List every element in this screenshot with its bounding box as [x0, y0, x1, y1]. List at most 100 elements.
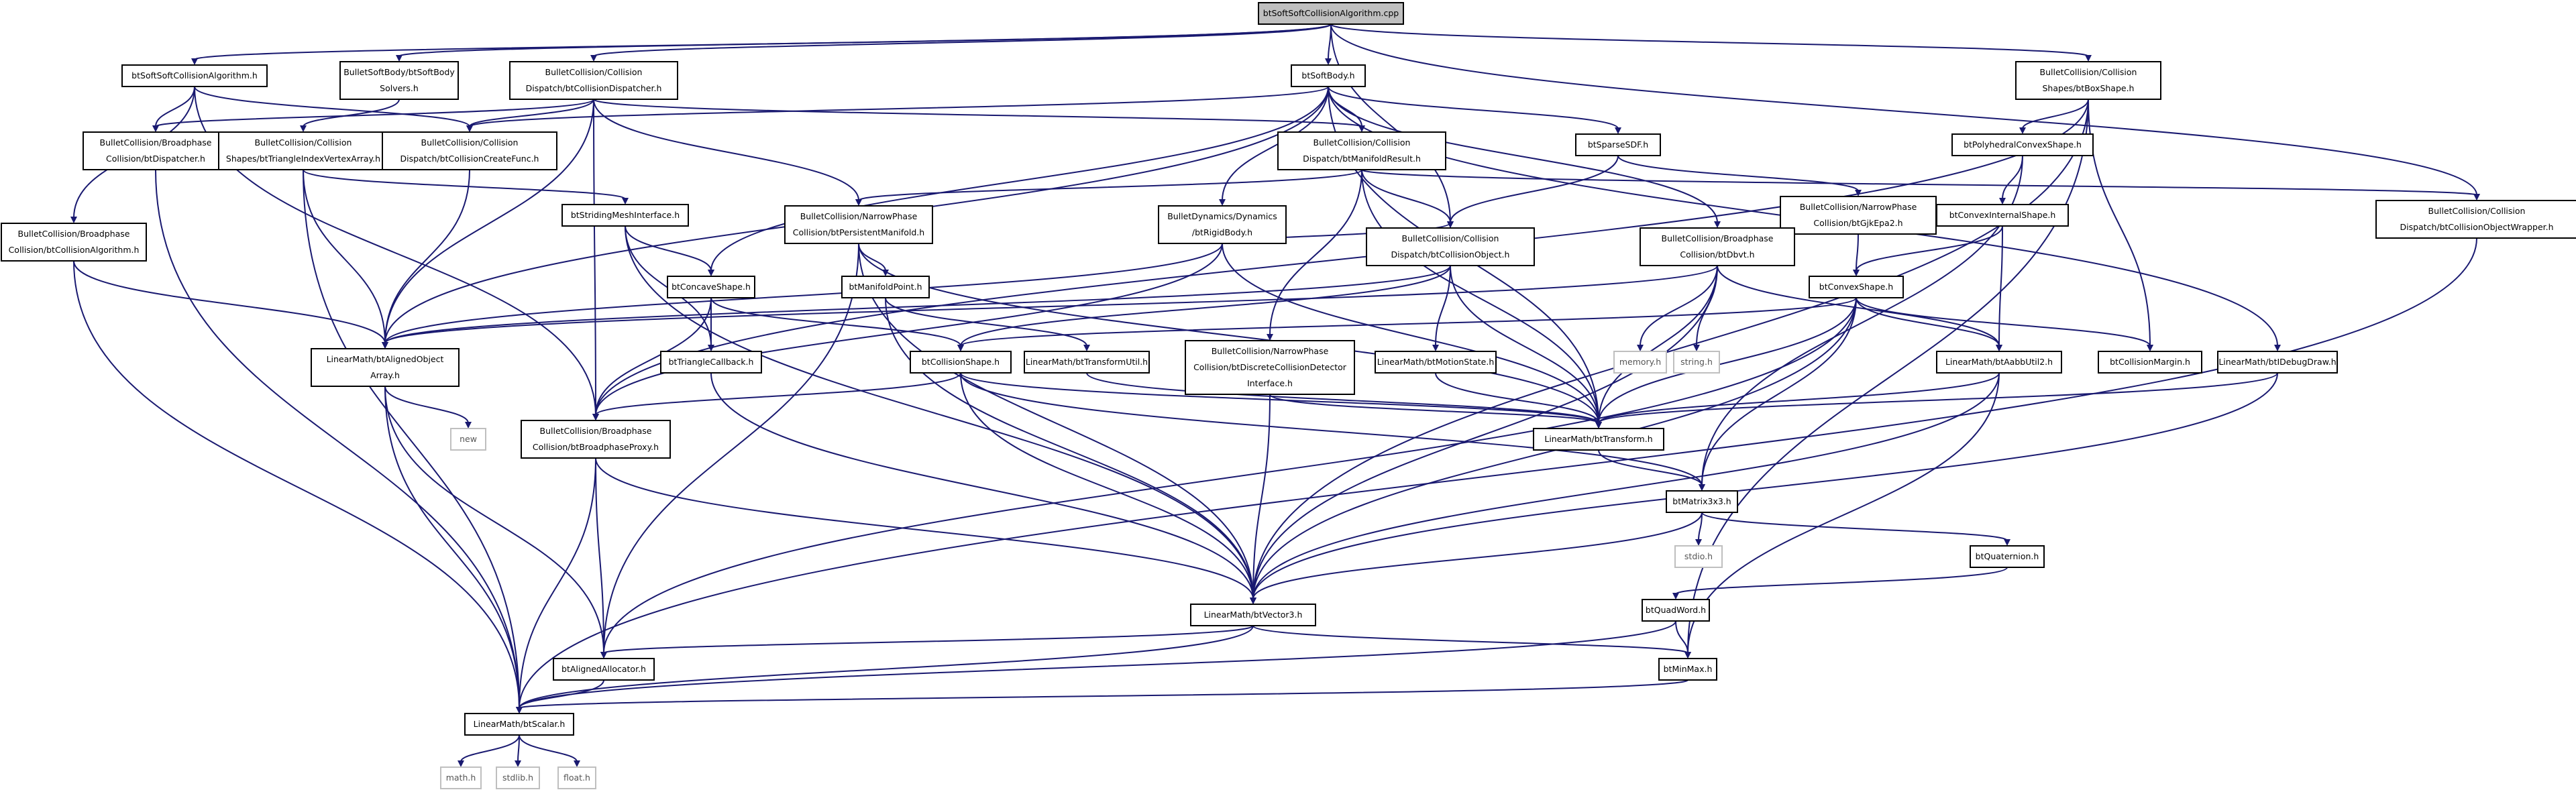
- node-label: BulletCollision/Collision: [421, 137, 519, 148]
- node-broadphase-proxy[interactable]: BulletCollision/BroadphaseCollision/btBr…: [521, 420, 671, 459]
- node-motion-state[interactable]: LinearMath/btMotionState.h: [1375, 351, 1497, 374]
- edge-arrowhead: [300, 125, 307, 132]
- node-convex-shape[interactable]: btConvexShape.h: [1809, 276, 1904, 298]
- dependency-edge: [1328, 86, 1365, 132]
- edge-line: [519, 679, 1688, 709]
- node-scalar[interactable]: LinearMath/btScalar.h: [464, 713, 574, 736]
- node-box: [1613, 351, 1667, 374]
- node-dispatcher[interactable]: BulletCollision/BroadphaseCollision/btDi…: [83, 131, 229, 170]
- node-box: [784, 205, 933, 244]
- node-box: [660, 351, 762, 374]
- node-box: [509, 61, 678, 100]
- edge-arrowhead: [2004, 539, 2010, 546]
- node-box: [1, 223, 147, 262]
- node-sparse-sdf[interactable]: btSparseSDF.h: [1575, 133, 1661, 156]
- dependency-edge: [1250, 372, 2278, 604]
- dependency-edge: [1695, 512, 1703, 546]
- edge-line: [1675, 567, 2008, 595]
- node-polyhedral[interactable]: btPolyhedralConvexShape.h: [1951, 133, 2094, 156]
- dependency-edge: [1447, 155, 1619, 228]
- node-concave-shape[interactable]: btConcaveShape.h: [667, 276, 755, 298]
- edge-line: [1328, 86, 1718, 223]
- node-box: [496, 766, 540, 789]
- node-manifold-result[interactable]: BulletCollision/CollisionDispatch/btMani…: [1277, 131, 1446, 170]
- node-debug-draw[interactable]: LinearMath/btIDebugDraw.h: [2217, 351, 2338, 374]
- edge-arrowhead: [1267, 334, 1273, 341]
- node-triangle-callback[interactable]: btTriangleCallback.h: [660, 351, 762, 374]
- node-striding-mesh[interactable]: btStridingMeshInterface.h: [561, 204, 689, 227]
- node-manifold-point[interactable]: btManifoldPoint.h: [841, 276, 930, 298]
- node-stdio-h: stdio.h: [1674, 545, 1723, 568]
- node-box: [1190, 604, 1316, 626]
- edge-line: [593, 23, 1332, 57]
- dependency-edge: [1684, 99, 2089, 659]
- dependency-edge: [592, 99, 599, 420]
- node-boxshape[interactable]: BulletCollision/CollisionShapes/btBoxSha…: [2015, 61, 2161, 100]
- node-coll-obj-wrapper[interactable]: BulletCollision/CollisionDispatch/btColl…: [2375, 200, 2576, 239]
- dependency-edge: [519, 734, 580, 767]
- node-vector3[interactable]: LinearMath/btVector3.h: [1190, 604, 1316, 626]
- dependency-edge: [1330, 23, 1454, 228]
- edge-line: [1222, 86, 1329, 201]
- node-label: Collision/btDbvt.h: [1680, 249, 1754, 260]
- node-label: Collision/btDiscreteCollisionDetector: [1193, 362, 1347, 372]
- edge-arrowhead: [708, 345, 714, 351]
- node-box: [121, 64, 268, 87]
- edge-line: [1598, 265, 1718, 424]
- node-ssca-h[interactable]: btSoftSoftCollisionAlgorithm.h: [121, 64, 268, 87]
- node-label: Shapes/btBoxShape.h: [2043, 83, 2135, 93]
- node-coll-dispatcher[interactable]: BulletCollision/CollisionDispatch/btColl…: [509, 61, 678, 100]
- node-aabb-util2[interactable]: LinearMath/btAabbUtil2.h: [1936, 351, 2062, 374]
- node-label: btQuaternion.h: [1976, 551, 2039, 561]
- node-minmax[interactable]: btMinMax.h: [1658, 658, 1717, 681]
- edge-line: [303, 169, 626, 200]
- node-dbvt[interactable]: BulletCollision/BroadphaseCollision/btDb…: [1640, 227, 1795, 266]
- node-discrete-cd[interactable]: BulletCollision/NarrowPhaseCollision/btD…: [1185, 340, 1355, 395]
- node-persistent-manifold[interactable]: BulletCollision/NarrowPhaseCollision/btP…: [784, 205, 933, 244]
- node-quadword[interactable]: btQuadWord.h: [1642, 599, 1710, 622]
- node-coll-object[interactable]: BulletCollision/CollisionDispatch/btColl…: [1366, 227, 1535, 266]
- dependency-edge: [1617, 155, 1862, 196]
- node-aligned-allocator[interactable]: btAlignedAllocator.h: [553, 658, 655, 681]
- node-matrix3x3[interactable]: btMatrix3x3.h: [1666, 490, 1738, 513]
- node-root[interactable]: btSoftSoftCollisionAlgorithm.cpp: [1258, 2, 1404, 25]
- node-box: [1970, 545, 2045, 568]
- node-label: btManifoldPoint.h: [849, 282, 922, 292]
- node-softbody[interactable]: btSoftBody.h: [1291, 64, 1366, 87]
- node-broad-coll-algo[interactable]: BulletCollision/BroadphaseCollision/btCo…: [1, 223, 147, 262]
- dependency-edge: [1361, 169, 2480, 201]
- edge-line: [593, 99, 859, 201]
- node-collision-shape[interactable]: btCollisionShape.h: [910, 351, 1012, 374]
- edge-line: [384, 386, 469, 424]
- edge-line: [303, 169, 520, 709]
- node-coll-create-func[interactable]: BulletCollision/CollisionDispatch/btColl…: [382, 131, 557, 170]
- node-coll-margin[interactable]: btCollisionMargin.h: [2098, 351, 2202, 374]
- node-gjk-epa2[interactable]: BulletCollision/NarrowPhaseCollision/btG…: [1780, 196, 1937, 235]
- node-box: [1185, 340, 1355, 395]
- edge-line: [1698, 512, 1703, 541]
- node-transform[interactable]: LinearMath/btTransform.h: [1533, 428, 1664, 451]
- dependency-edge: [1856, 297, 2153, 351]
- edge-arrowhead: [466, 125, 473, 132]
- node-quaternion[interactable]: btQuaternion.h: [1970, 545, 2045, 568]
- dependency-edge: [855, 169, 1362, 206]
- node-box: [1658, 658, 1717, 681]
- edge-line: [1998, 225, 2003, 347]
- node-box: [1024, 351, 1150, 374]
- node-label: BulletCollision/Collision: [255, 137, 352, 148]
- node-tri-index-va[interactable]: BulletCollision/CollisionShapes/btTriang…: [218, 131, 388, 170]
- node-box: [440, 766, 482, 789]
- node-box: [1366, 227, 1535, 266]
- edge-arrowhead: [622, 198, 629, 205]
- edge-line: [469, 86, 1329, 127]
- node-rigid-body[interactable]: BulletDynamics/Dynamics/btRigidBody.h: [1158, 205, 1287, 244]
- edge-arrowhead: [957, 345, 964, 351]
- edge-line: [1252, 99, 2089, 600]
- node-convex-internal[interactable]: btConvexInternalShape.h: [1936, 204, 2069, 227]
- node-stdlib-h: stdlib.h: [496, 766, 540, 789]
- edge-line: [384, 169, 470, 344]
- node-box: [1936, 351, 2062, 374]
- node-transform-util[interactable]: LinearMath/btTransformUtil.h: [1024, 351, 1150, 374]
